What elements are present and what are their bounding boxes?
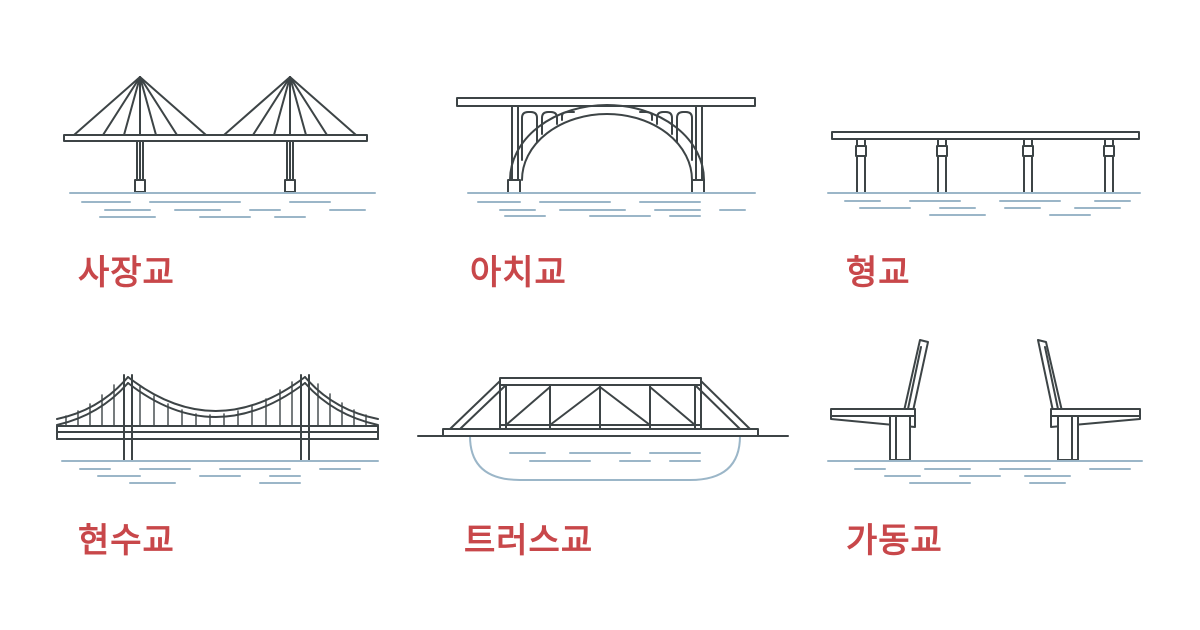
bridge-label-bascule: 가동교 bbox=[846, 521, 943, 561]
bridge-label-cable-stayed: 사장교 bbox=[78, 253, 175, 293]
bridge-card-girder: 형교 bbox=[800, 0, 1200, 315]
bridge-label-suspension: 현수교 bbox=[78, 521, 175, 561]
bridge-label-arch: 아치교 bbox=[470, 253, 567, 293]
arch-bridge-icon bbox=[456, 97, 756, 217]
suspension-bridge-icon bbox=[56, 374, 379, 484]
girder-bridge-icon bbox=[827, 131, 1141, 216]
bridge-card-suspension: 현수교 bbox=[0, 315, 400, 630]
cable-stayed-bridge-icon bbox=[63, 76, 376, 218]
bascule-bridge-icon bbox=[827, 339, 1143, 484]
bridge-card-arch: 아치교 bbox=[400, 0, 800, 315]
truss-bridge-icon bbox=[417, 377, 789, 481]
bridge-card-cable-stayed: 사장교 bbox=[0, 0, 400, 315]
bridge-label-girder: 형교 bbox=[846, 253, 911, 293]
bridge-label-truss: 트러스교 bbox=[464, 521, 594, 561]
bridge-card-bascule: 가동교 bbox=[800, 315, 1200, 630]
bridge-card-truss: 트러스교 bbox=[400, 315, 800, 630]
